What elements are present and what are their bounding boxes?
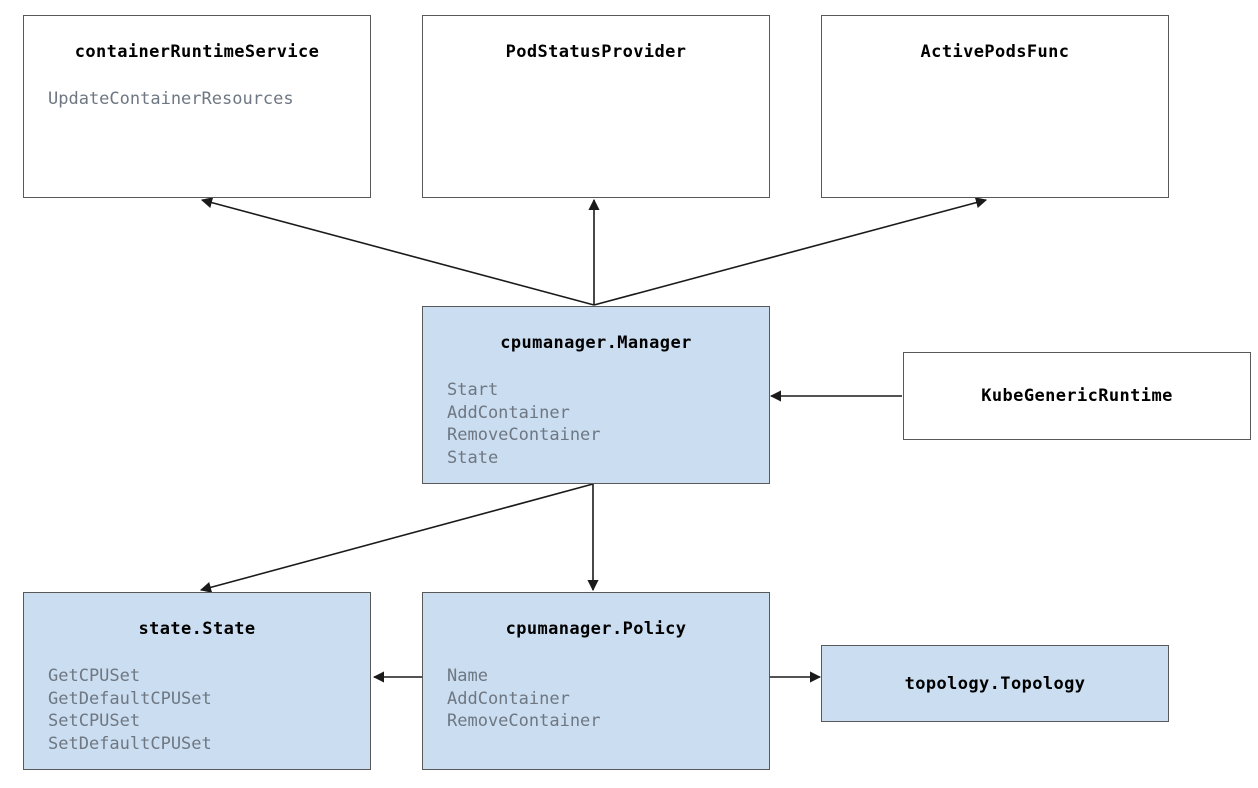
node-title: topology.Topology [904, 673, 1086, 694]
node-title: PodStatusProvider [505, 42, 687, 62]
node-pod-status-provider[interactable]: PodStatusProvider [422, 15, 770, 198]
node-member: GetDefaultCPUSet [48, 688, 212, 709]
node-title: containerRuntimeService [74, 42, 320, 62]
node-title: KubeGenericRuntime [981, 386, 1173, 406]
node-cpumanager-policy[interactable]: cpumanager.Policy Name AddContainer Remo… [422, 592, 770, 770]
node-title: ActivePodsFunc [920, 42, 1070, 62]
node-title: cpumanager.Policy [505, 619, 687, 639]
node-title: state.State [138, 619, 256, 639]
edge-manager-to-activepodsfunc [593, 197, 988, 306]
node-member: AddContainer [447, 402, 570, 423]
node-topology-topology[interactable]: topology.Topology [821, 645, 1169, 722]
node-active-pods-func[interactable]: ActivePodsFunc [821, 15, 1169, 198]
node-member: RemoveContainer [447, 425, 601, 446]
node-member: SetCPUSet [48, 711, 141, 732]
node-member: SetDefaultCPUSet [48, 733, 212, 754]
node-members: Start AddContainer RemoveContainer State [423, 353, 769, 469]
node-member: RemoveContainer [447, 711, 601, 732]
node-members: UpdateContainerResources [24, 62, 370, 111]
node-members: Name AddContainer RemoveContainer [423, 639, 769, 733]
node-member: UpdateContainerResources [48, 89, 294, 109]
node-cpumanager-manager[interactable]: cpumanager.Manager Start AddContainer Re… [422, 306, 770, 484]
node-member: GetCPUSet [48, 666, 141, 686]
node-member: Name [447, 666, 488, 686]
node-member: AddContainer [447, 688, 570, 709]
node-kube-generic-runtime[interactable]: KubeGenericRuntime [903, 352, 1251, 440]
edge-manager-to-containerruntimeservice [200, 197, 595, 306]
node-container-runtime-service[interactable]: containerRuntimeService UpdateContainerR… [23, 15, 371, 198]
node-member: Start [447, 380, 499, 400]
node-members: GetCPUSet GetDefaultCPUSet SetCPUSet Set… [24, 639, 370, 755]
node-title: cpumanager.Manager [500, 333, 692, 353]
edge-manager-to-statestate [199, 483, 594, 593]
node-member: State [447, 447, 499, 468]
node-state-state[interactable]: state.State GetCPUSet GetDefaultCPUSet S… [23, 592, 371, 770]
